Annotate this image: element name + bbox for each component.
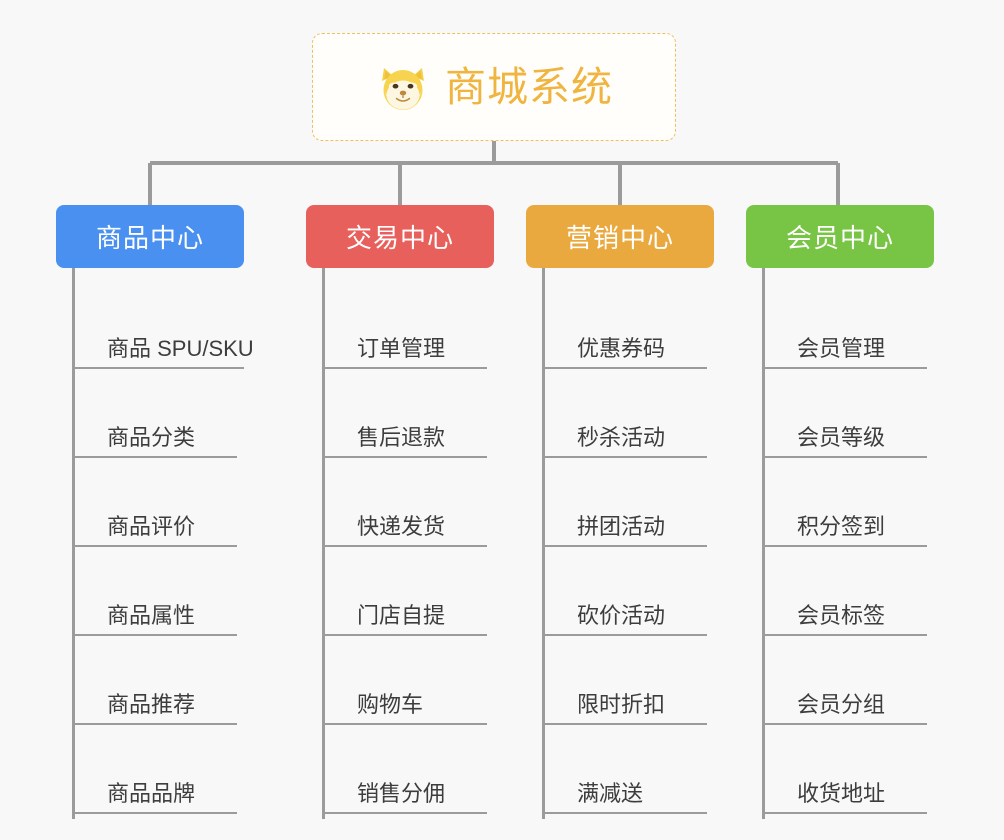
list-item[interactable]: 售后退款 [325, 374, 494, 463]
list-item[interactable]: 商品分类 [75, 374, 244, 463]
branch-items-member: 会员管理 会员等级 积分签到 会员标签 会员分组 收货地址 [762, 268, 934, 819]
list-item[interactable]: 快递发货 [325, 463, 494, 552]
list-item-label: 会员分组 [797, 692, 927, 725]
root-title: 商城系统 [445, 63, 613, 110]
list-item-label: 砍价活动 [577, 603, 707, 636]
list-item-label: 商品推荐 [107, 692, 237, 725]
list-item-label: 订单管理 [357, 336, 487, 369]
list-item[interactable]: 购物车 [325, 641, 494, 730]
list-item[interactable]: 门店自提 [325, 552, 494, 641]
list-item[interactable]: 限时折扣 [545, 641, 714, 730]
list-item[interactable]: 满减送 [545, 730, 714, 819]
list-item[interactable]: 砍价活动 [545, 552, 714, 641]
list-item-label: 快递发货 [357, 514, 487, 547]
branch-column-product: 商品中心 商品 SPU/SKU 商品分类 商品评价 商品属性 商品推荐 商品品牌 [56, 205, 254, 819]
list-item-label: 限时折扣 [577, 692, 707, 725]
list-item[interactable]: 积分签到 [765, 463, 934, 552]
list-item[interactable]: 商品品牌 [75, 730, 244, 819]
list-item-label: 售后退款 [357, 425, 487, 458]
list-item[interactable]: 秒杀活动 [545, 374, 714, 463]
list-item-label: 商品品牌 [107, 781, 237, 814]
list-item[interactable]: 会员等级 [765, 374, 934, 463]
shiba-dog-emoji [382, 68, 424, 110]
list-item[interactable]: 会员标签 [765, 552, 934, 641]
list-item-label: 购物车 [357, 692, 487, 725]
list-item[interactable]: 会员管理 [765, 285, 934, 374]
branch-column-trade: 交易中心 订单管理 售后退款 快递发货 门店自提 购物车 销售分佣 [306, 205, 494, 819]
list-item-label: 商品属性 [107, 603, 237, 636]
list-item[interactable]: 收货地址 [765, 730, 934, 819]
branch-header-trade[interactable]: 交易中心 [306, 205, 494, 268]
list-item[interactable]: 商品属性 [75, 552, 244, 641]
list-item-label: 会员标签 [797, 603, 927, 636]
branch-header-product[interactable]: 商品中心 [56, 205, 244, 268]
list-item-label: 商品评价 [107, 514, 237, 547]
branch-items-product: 商品 SPU/SKU 商品分类 商品评价 商品属性 商品推荐 商品品牌 [72, 268, 254, 819]
list-item-label: 销售分佣 [357, 781, 487, 814]
root-node[interactable]: 商城系统 [312, 33, 676, 141]
list-item-label: 收货地址 [797, 781, 927, 814]
list-item[interactable]: 会员分组 [765, 641, 934, 730]
branch-column-member: 会员中心 会员管理 会员等级 积分签到 会员标签 会员分组 收货地址 [746, 205, 934, 819]
list-item-label: 秒杀活动 [577, 425, 707, 458]
list-item-label: 满减送 [577, 781, 707, 814]
list-item[interactable]: 订单管理 [325, 285, 494, 374]
list-item[interactable]: 销售分佣 [325, 730, 494, 819]
list-item-label: 优惠券码 [577, 336, 707, 369]
list-item-label: 门店自提 [357, 603, 487, 636]
list-item[interactable]: 商品评价 [75, 463, 244, 552]
list-item-label: 商品分类 [107, 425, 237, 458]
list-item-label: 商品 SPU/SKU [107, 336, 254, 369]
branch-items-trade: 订单管理 售后退款 快递发货 门店自提 购物车 销售分佣 [322, 268, 494, 819]
list-item-label: 积分签到 [797, 514, 927, 547]
branch-header-marketing[interactable]: 营销中心 [526, 205, 714, 268]
branch-items-marketing: 优惠券码 秒杀活动 拼团活动 砍价活动 限时折扣 满减送 [542, 268, 714, 819]
list-item[interactable]: 商品推荐 [75, 641, 244, 730]
list-item[interactable]: 拼团活动 [545, 463, 714, 552]
list-item-label: 拼团活动 [577, 514, 707, 547]
branch-column-marketing: 营销中心 优惠券码 秒杀活动 拼团活动 砍价活动 限时折扣 满减送 [526, 205, 714, 819]
list-item-label: 会员管理 [797, 336, 927, 369]
branch-header-member[interactable]: 会员中心 [746, 205, 934, 268]
list-item[interactable]: 优惠券码 [545, 285, 714, 374]
list-item-label: 会员等级 [797, 425, 927, 458]
list-item[interactable]: 商品 SPU/SKU [75, 285, 254, 374]
